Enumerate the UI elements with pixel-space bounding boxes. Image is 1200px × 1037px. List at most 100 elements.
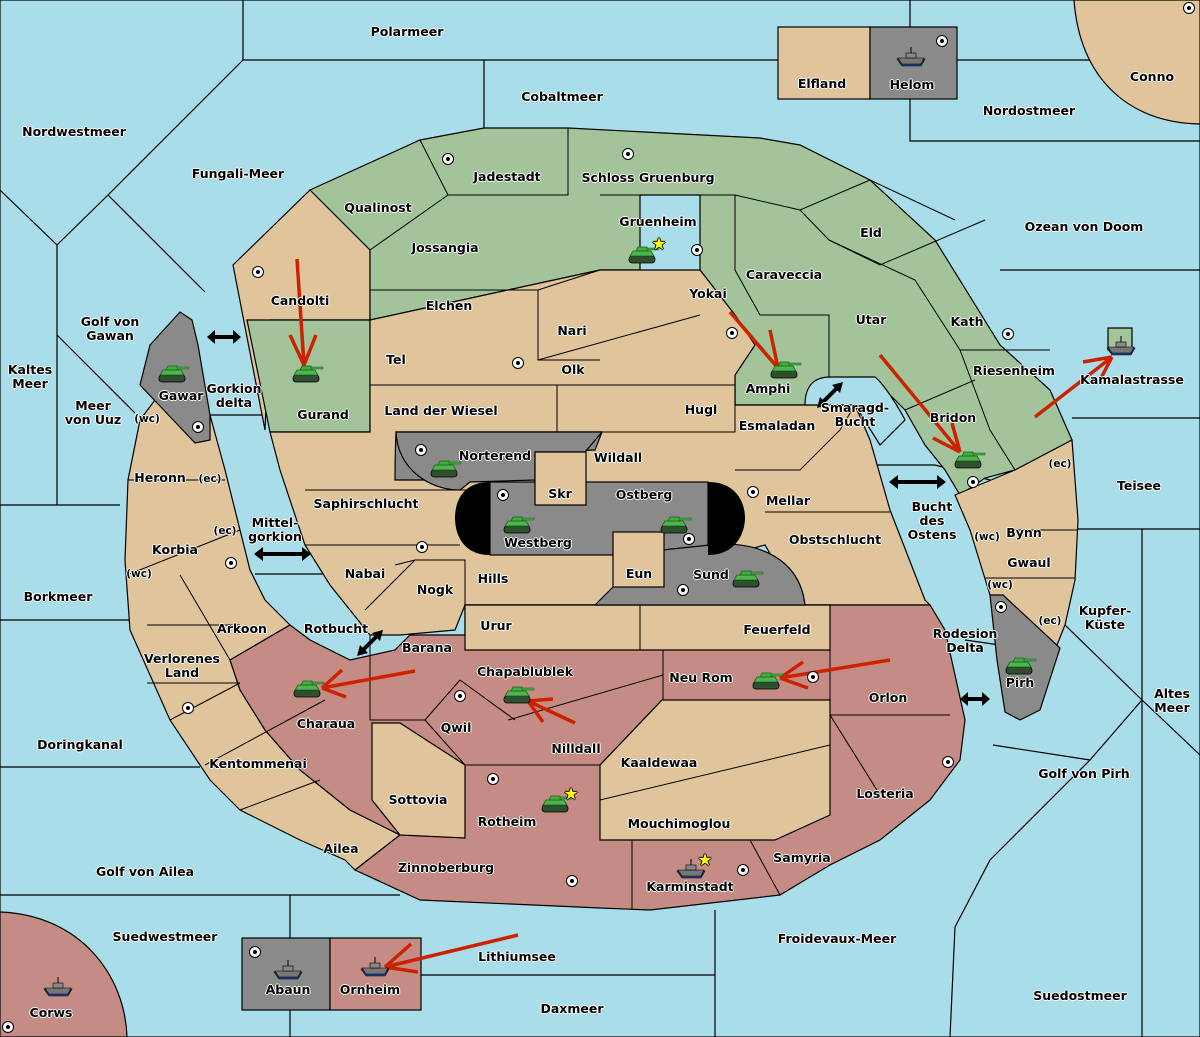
land-neu-rom[interactable]: Neu Rom [669, 670, 733, 685]
fleet-unit-helom[interactable] [896, 47, 926, 67]
sea-daxmeer[interactable]: Daxmeer [540, 1001, 604, 1016]
fleet-unit-kamalastrasse[interactable] [1106, 336, 1136, 356]
land-kaaldewaa[interactable]: Kaaldewaa [620, 755, 698, 770]
land-amphi[interactable]: Amphi [745, 381, 791, 396]
sea-kamalastrasse[interactable]: Kamalastrasse [1080, 372, 1184, 387]
sea-cobaltmeer[interactable]: Cobaltmeer [521, 89, 603, 104]
land-nari[interactable]: Nari [557, 323, 587, 338]
land-yokai[interactable]: Yokai [689, 286, 727, 301]
army-unit-ostberg[interactable] [659, 514, 693, 534]
land-barana[interactable]: Barana [402, 640, 452, 655]
sea-suedwestmeer[interactable]: Suedwestmeer [112, 929, 218, 944]
land-jadestadt[interactable]: Jadestadt [473, 169, 541, 184]
land-obstschlucht[interactable]: Obstschlucht [788, 532, 882, 547]
sea-golf-von-pirh[interactable]: Golf von Pirh [1038, 766, 1130, 781]
army-unit-norterend[interactable] [429, 458, 463, 478]
east-arm-lands[interactable] [954, 439, 1079, 652]
land-chapablublek[interactable]: Chapablublek [476, 664, 574, 679]
land-nabai[interactable]: Nabai [344, 566, 386, 581]
sea-doringkanal[interactable]: Doringkanal [37, 737, 123, 752]
land-hills[interactable]: Hills [477, 571, 509, 586]
land-nilldall[interactable]: Nilldall [551, 741, 601, 756]
land-norterend[interactable]: Norterend [458, 448, 532, 463]
land-samyria[interactable]: Samyria [773, 850, 831, 865]
army-unit-bridon[interactable] [953, 449, 987, 469]
sea-teisee[interactable]: Teisee [1116, 478, 1162, 493]
land-utar[interactable]: Utar [855, 312, 887, 327]
land-arkoon[interactable]: Arkoon [217, 621, 267, 636]
land-heronn[interactable]: Heronn [134, 470, 186, 485]
land-hugl[interactable]: Hugl [684, 402, 718, 417]
fleet-unit-abaun[interactable] [273, 960, 303, 980]
sea-rotbucht[interactable]: Rotbucht [303, 621, 369, 636]
land-nogk[interactable]: Nogk [416, 582, 454, 597]
land-skr[interactable]: Skr [548, 486, 572, 501]
sea-kaltes-meer[interactable]: Kaltes Meer [7, 362, 53, 391]
region-corws[interactable] [0, 911, 128, 1037]
region-eun[interactable] [612, 531, 665, 588]
land-wildall[interactable]: Wildall [593, 450, 643, 465]
land-ailea[interactable]: Ailea [323, 841, 359, 856]
sea-bucht-des-ostens[interactable]: Bucht des Ostens [907, 499, 957, 542]
army-unit-amphi[interactable] [769, 359, 803, 379]
coast-gwaul-wc[interactable]: (wc) [987, 579, 1013, 591]
land-charaua[interactable]: Charaua [296, 716, 356, 731]
land-schloss-gruenburg[interactable]: Schloss Gruenburg [581, 170, 715, 185]
land-saphirschlucht[interactable]: Saphirschlucht [313, 496, 419, 511]
army-unit-gawar[interactable] [157, 363, 191, 383]
land-losteria[interactable]: Losteria [856, 786, 914, 801]
land-eld[interactable]: Eld [860, 225, 882, 240]
sea-altes-meer[interactable]: Altes Meer [1154, 686, 1190, 715]
sea-meer-von-uuz[interactable]: Meer von Uuz [64, 398, 122, 427]
land-olk[interactable]: Olk [561, 362, 585, 377]
land-rotheim[interactable]: Rotheim [477, 814, 537, 829]
land-kentommenai[interactable]: Kentommenai [209, 756, 307, 771]
coast-riesenheim-ec[interactable]: (ec) [1048, 458, 1072, 470]
sea-froidevaux-meer[interactable]: Froidevaux-Meer [777, 931, 897, 946]
region-skr[interactable] [534, 451, 587, 506]
coast-gwaul-ec[interactable]: (ec) [1038, 615, 1062, 627]
army-unit-westberg[interactable] [502, 514, 536, 534]
region-conno[interactable] [1073, 0, 1200, 125]
land-candolti[interactable]: Candolti [270, 293, 330, 308]
sea-golf-von-ailea[interactable]: Golf von Ailea [95, 864, 195, 879]
army-unit-neu-rom[interactable] [751, 670, 785, 690]
land-caraveccia[interactable]: Caraveccia [745, 267, 823, 282]
land-kath[interactable]: Kath [950, 314, 984, 329]
land-zinnoberburg[interactable]: Zinnoberburg [397, 860, 495, 875]
land-jossangia[interactable]: Jossangia [411, 240, 479, 255]
coast-heronn-ec[interactable]: (ec) [198, 473, 222, 485]
sea-nordostmeer[interactable]: Nordostmeer [982, 103, 1076, 118]
land-elchen[interactable]: Elchen [425, 298, 473, 313]
land-qwil[interactable]: Qwil [440, 720, 472, 735]
sea-nordwestmeer[interactable]: Nordwestmeer [22, 124, 126, 139]
land-tel[interactable]: Tel [386, 352, 406, 367]
sea-suedostmeer[interactable]: Suedostmeer [1033, 988, 1127, 1003]
land-riesenheim[interactable]: Riesenheim [973, 363, 1055, 378]
land-gwaul[interactable]: Gwaul [1007, 555, 1051, 570]
land-korbia[interactable]: Korbia [152, 542, 198, 557]
land-verlorenes-land[interactable]: Verlorenes Land [144, 651, 220, 680]
land-sottovia[interactable]: Sottovia [388, 792, 448, 807]
land-corws[interactable]: Corws [29, 1005, 73, 1020]
land-ornheim[interactable]: Ornheim [339, 982, 401, 997]
land-bynn[interactable]: Bynn [1006, 525, 1042, 540]
fleet-unit-corws[interactable] [43, 977, 73, 997]
land-land-der-wiesel[interactable]: Land der Wiesel [384, 403, 498, 418]
land-gruenheim[interactable]: Gruenheim [619, 214, 697, 229]
land-urur[interactable]: Urur [480, 618, 512, 633]
army-unit-chapablublek[interactable] [502, 684, 536, 704]
land-eun[interactable]: Eun [625, 566, 653, 581]
region-sottovia[interactable] [371, 722, 466, 839]
land-elfland[interactable]: Elfland [797, 76, 847, 91]
sea-mittelgorkion[interactable]: Mittel- gorkion [248, 515, 302, 544]
coast-korbia-ec[interactable]: (ec) [213, 525, 237, 537]
land-conno[interactable]: Conno [1129, 69, 1175, 84]
sea-rodesion-delta[interactable]: Rodesion Delta [932, 626, 998, 655]
land-pirh[interactable]: Pirh [1005, 675, 1035, 690]
land-mouchimoglou[interactable]: Mouchimoglou [627, 816, 731, 831]
fleet-unit-ornheim[interactable] [360, 957, 390, 977]
sea-smaragd-bucht[interactable]: Smaragd- Bucht [820, 400, 890, 429]
land-helom[interactable]: Helom [889, 77, 935, 92]
land-feuerfeld[interactable]: Feuerfeld [743, 622, 811, 637]
